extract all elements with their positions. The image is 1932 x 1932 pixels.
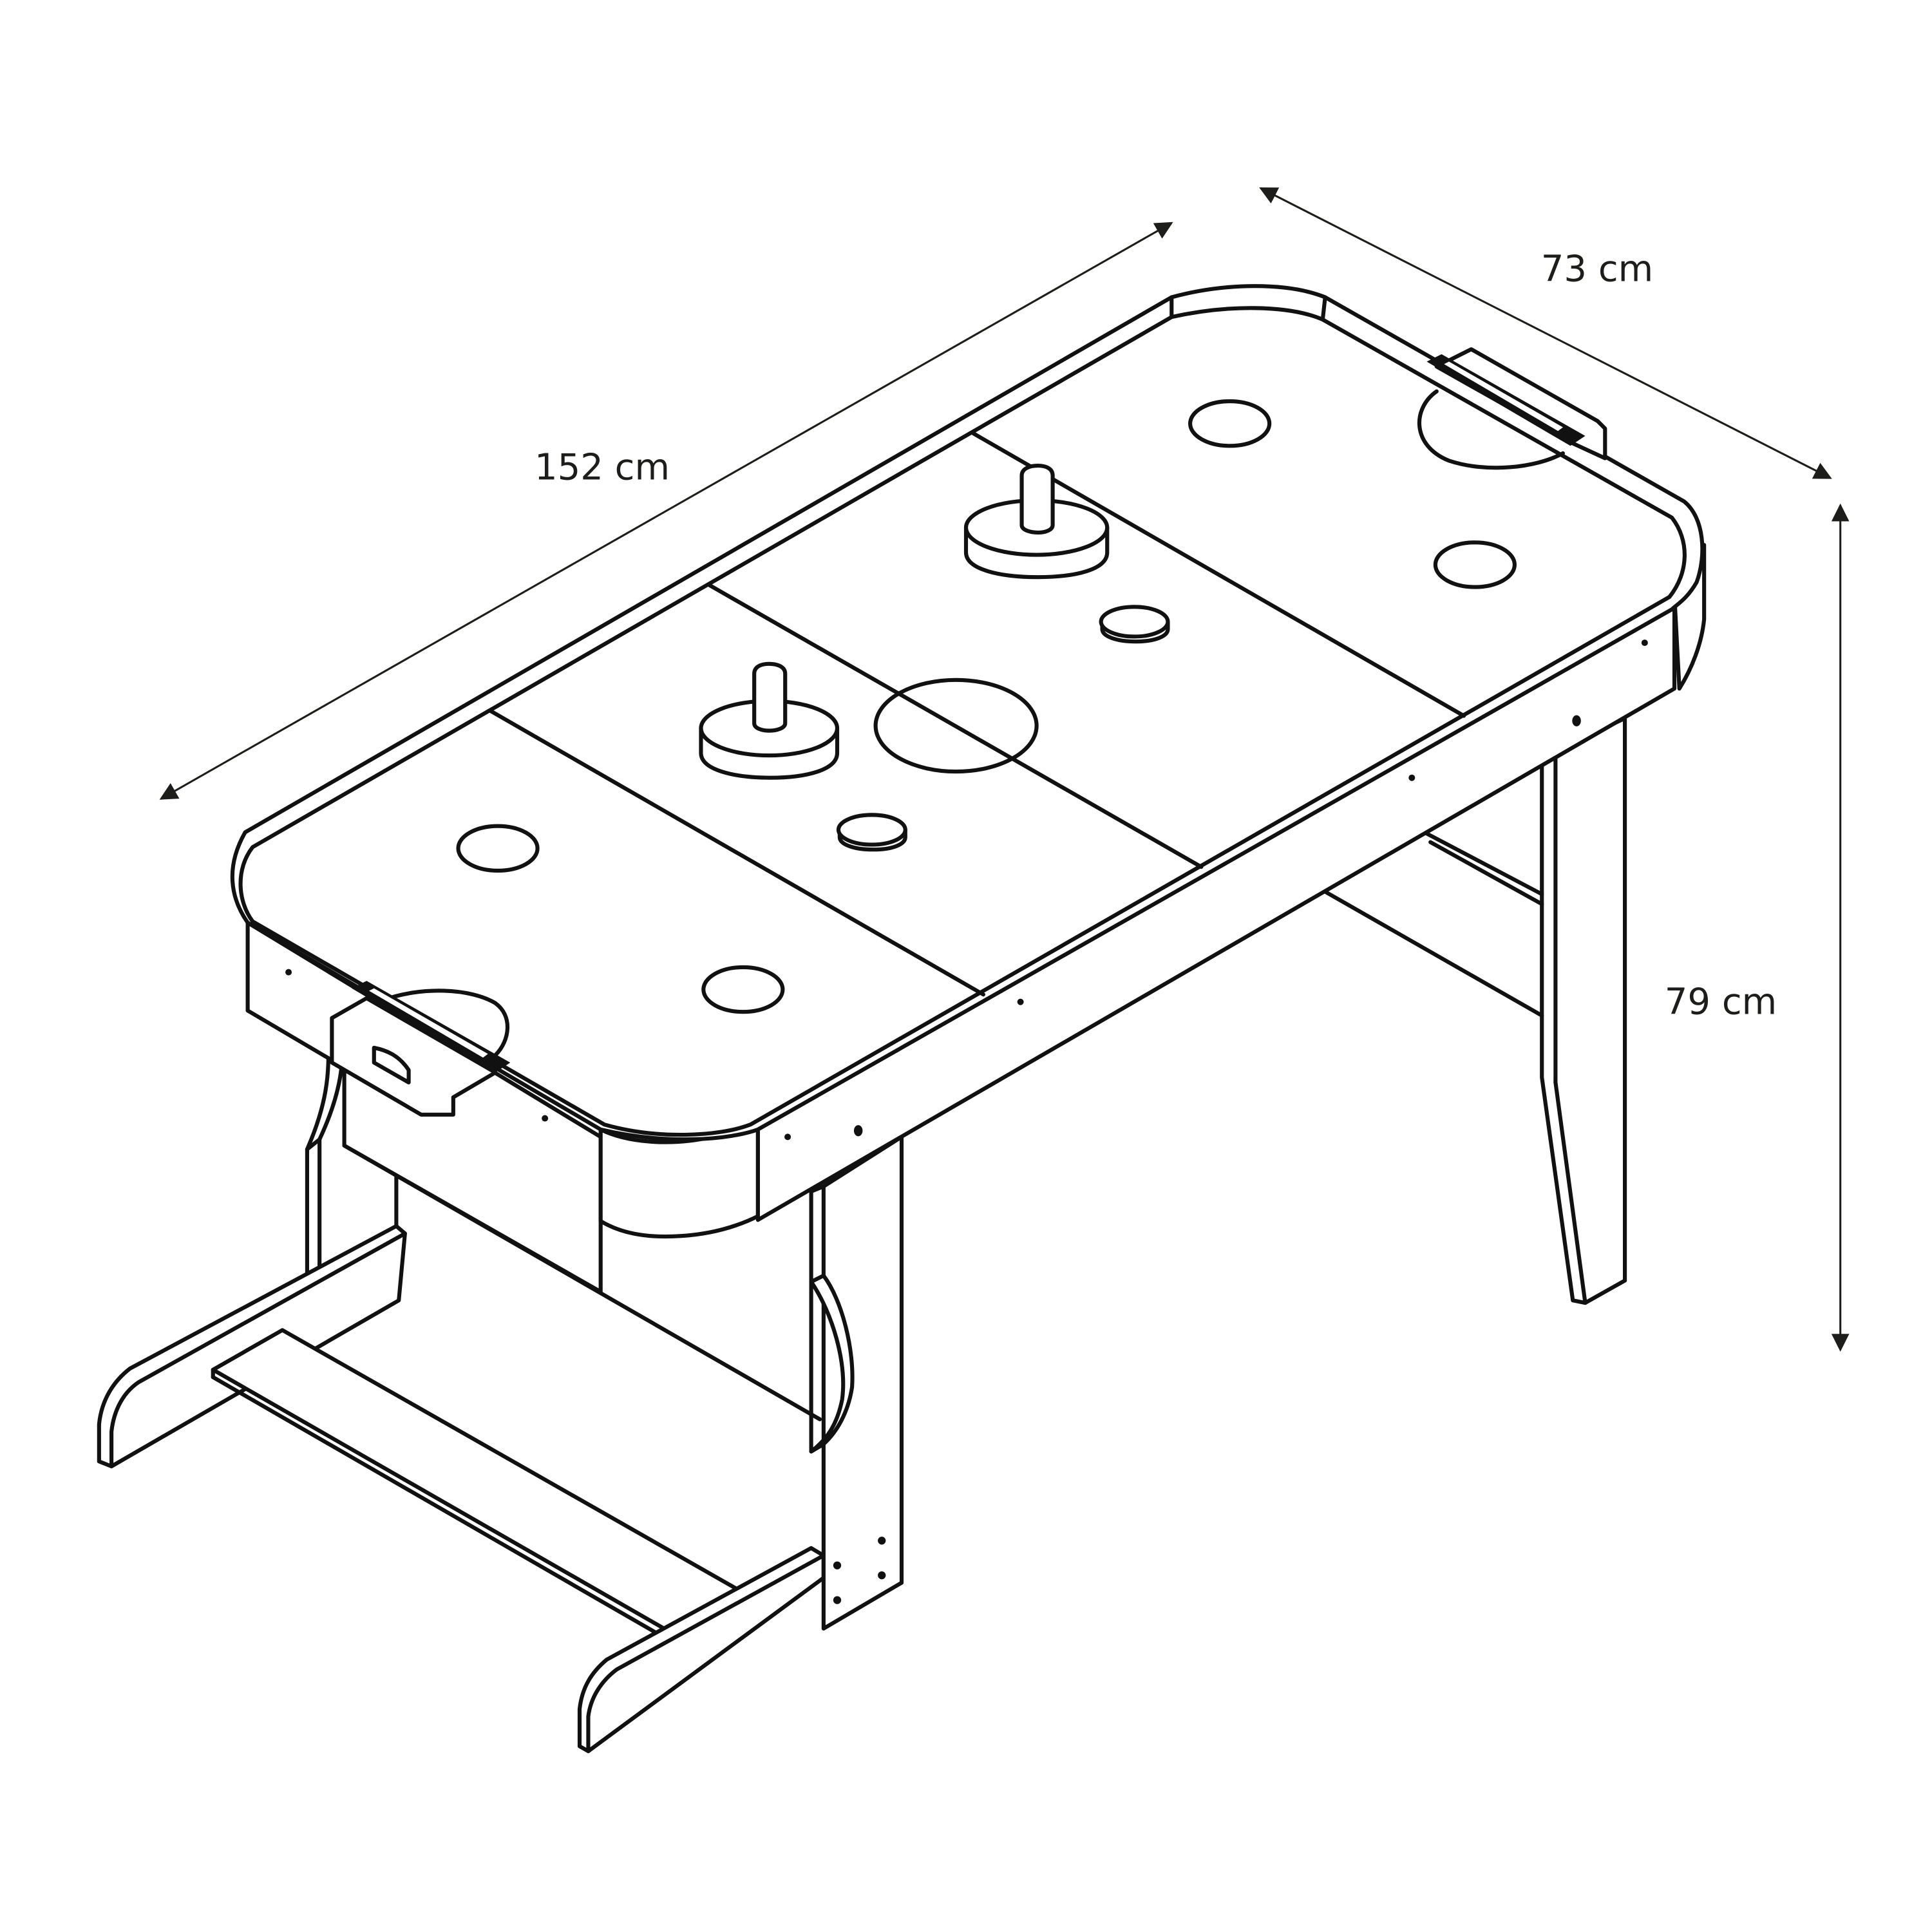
height-label: 79 cm [1664,981,1777,1023]
width-label: 73 cm [1540,248,1654,290]
mallet-far [963,464,1110,580]
width-dimension-line [1259,187,1832,479]
length-dimension-line [159,222,1173,800]
far-scoreboard [1426,354,1586,446]
puck-far [1099,605,1170,644]
near-goal-box [330,996,498,1117]
rear-right-leg [1323,716,1627,1305]
near-scoreboard [352,981,511,1073]
mallet-near [699,661,840,780]
length-label: 152 cm [534,446,670,489]
puck-near [836,813,907,852]
table-top [230,284,1705,1142]
